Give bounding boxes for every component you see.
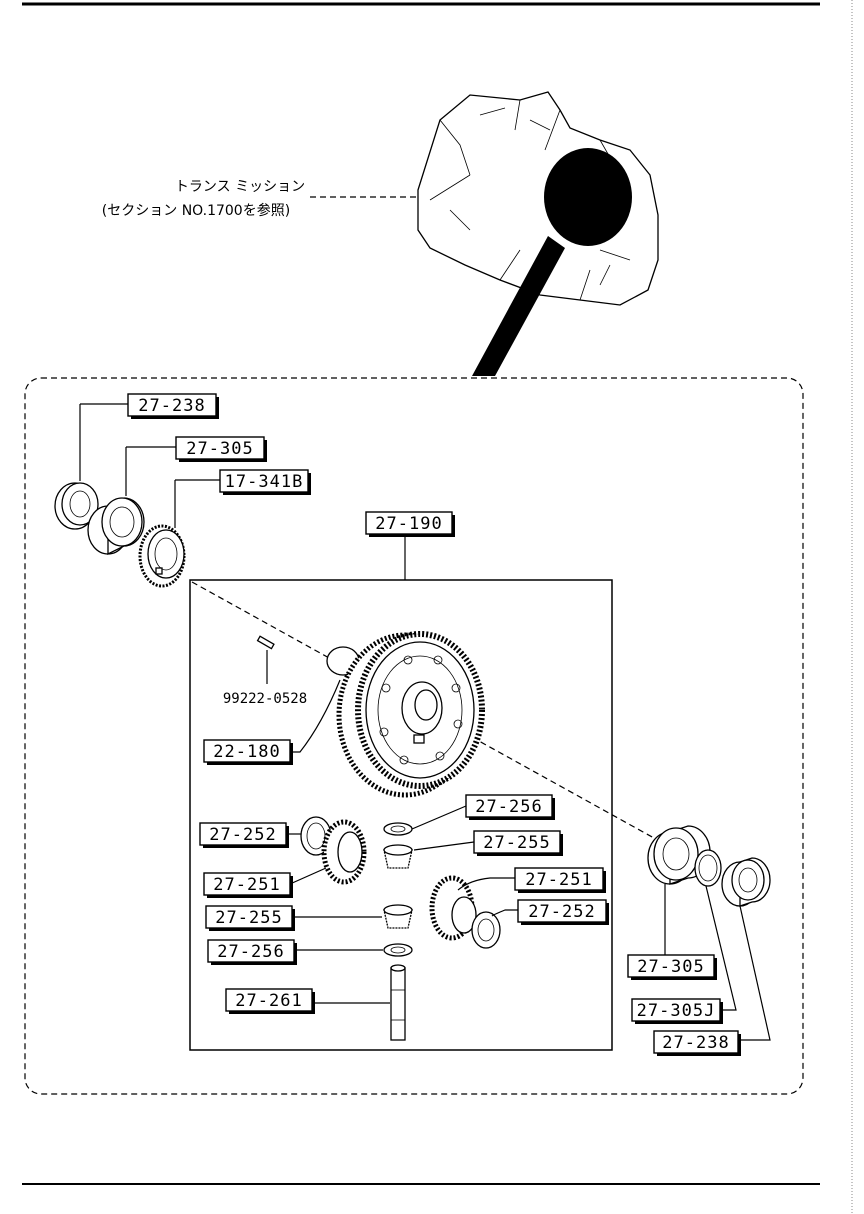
callout-pinion-bottom[interactable]: 27-255 bbox=[205, 905, 382, 931]
label-pin: 99222-0528 bbox=[223, 691, 307, 707]
callout-ring-gear[interactable]: 22-180 bbox=[203, 679, 341, 765]
washer-side-right bbox=[471, 911, 501, 949]
shim-right bbox=[694, 849, 722, 887]
label-ring-gear: 22-180 bbox=[213, 742, 280, 762]
callout-race-left[interactable]: 27-305 bbox=[125, 436, 267, 496]
callout-bearing-right[interactable]: 27-238 bbox=[653, 905, 771, 1056]
ring-gear-assembly bbox=[326, 631, 485, 798]
label-bearing-right: 27-238 bbox=[662, 1033, 729, 1053]
callout-washer-pinion-top[interactable]: 27-256 bbox=[411, 794, 555, 830]
pinion-top bbox=[383, 844, 413, 869]
assembly-boundary bbox=[24, 377, 804, 1095]
label-washer-pinion-bottom: 27-256 bbox=[217, 942, 284, 962]
label-washer-side-right: 27-252 bbox=[528, 902, 595, 922]
label-washer-side-left: 27-252 bbox=[209, 825, 276, 845]
callout-pinion-shaft[interactable]: 27-261 bbox=[225, 988, 390, 1014]
label-washer-pinion-top: 27-256 bbox=[475, 797, 542, 817]
label-pinion-bottom: 27-255 bbox=[215, 908, 282, 928]
bearing-right bbox=[721, 857, 771, 907]
callout-speedometer-gear[interactable]: 17-341B bbox=[174, 469, 311, 528]
pin-part bbox=[256, 635, 275, 684]
pinion-bottom bbox=[383, 904, 413, 929]
side-gear-right bbox=[429, 875, 477, 941]
label-speedometer-gear: 17-341B bbox=[225, 472, 304, 492]
transmission-note-line2: (セクション NO.1700を参照) bbox=[102, 202, 290, 219]
transmission-note-line1: トランス ミッション bbox=[175, 179, 305, 195]
label-pinion-shaft: 27-261 bbox=[235, 991, 302, 1011]
side-gear-left bbox=[321, 819, 367, 885]
label-side-gear-right: 27-251 bbox=[525, 870, 592, 890]
label-diff-case: 27-190 bbox=[375, 514, 442, 534]
housing-opening bbox=[544, 148, 632, 246]
callout-washer-side-right[interactable]: 27-252 bbox=[491, 899, 609, 925]
callout-shim-right[interactable]: 27-305J bbox=[631, 885, 737, 1024]
bearing-left bbox=[54, 482, 99, 530]
callout-diff-case[interactable]: 27-190 bbox=[365, 511, 455, 580]
label-bearing-left: 27-238 bbox=[138, 396, 205, 416]
transmission-housing-illustration bbox=[417, 91, 659, 376]
washer-pinion-bottom bbox=[383, 943, 413, 957]
label-pinion-top: 27-255 bbox=[483, 833, 550, 853]
speedometer-gear bbox=[138, 524, 186, 588]
label-race-right: 27-305 bbox=[637, 957, 704, 977]
callout-washer-pinion-bottom[interactable]: 27-256 bbox=[207, 939, 383, 965]
washer-pinion-top bbox=[383, 822, 413, 836]
pinion-shaft bbox=[390, 964, 406, 1041]
callout-pinion-top[interactable]: 27-255 bbox=[413, 830, 563, 856]
label-shim-right: 27-305J bbox=[637, 1001, 716, 1021]
pointer-wedge bbox=[472, 236, 565, 376]
callout-race-right[interactable]: 27-305 bbox=[627, 884, 717, 980]
callout-side-gear-right[interactable]: 27-251 bbox=[457, 867, 606, 893]
race-left bbox=[87, 497, 145, 556]
callout-bearing-left[interactable]: 27-238 bbox=[79, 393, 219, 481]
callout-side-gear-left[interactable]: 27-251 bbox=[203, 867, 327, 898]
label-side-gear-left: 27-251 bbox=[213, 875, 280, 895]
callout-washer-side-left[interactable]: 27-252 bbox=[199, 822, 301, 848]
label-race-left: 27-305 bbox=[186, 439, 253, 459]
